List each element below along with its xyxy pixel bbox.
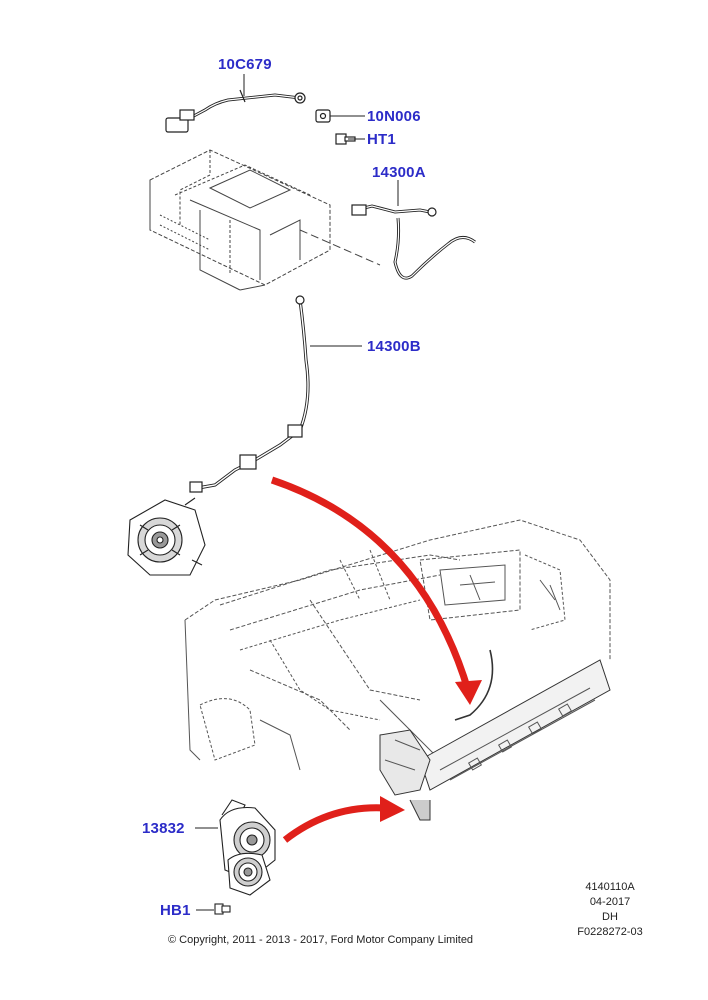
battery-tray bbox=[149, 149, 381, 291]
red-arrow-lower bbox=[282, 796, 405, 843]
cable-14300b bbox=[189, 295, 310, 493]
callout-10c679: 10C679 bbox=[218, 56, 272, 73]
cable-10c679 bbox=[165, 89, 306, 133]
callout-14300b: 14300B bbox=[367, 338, 421, 355]
terminal-10n006 bbox=[315, 109, 331, 123]
callout-10n006: 10N006 bbox=[367, 108, 421, 125]
alternator bbox=[127, 497, 206, 576]
copyright-notice: © Copyright, 2011 - 2013 - 2017, Ford Mo… bbox=[168, 934, 474, 946]
meta-figure: F0228272-03 bbox=[577, 926, 643, 938]
callout-14300a: 14300A bbox=[372, 164, 426, 181]
callout-13832: 13832 bbox=[142, 820, 185, 837]
meta-code: DH bbox=[602, 911, 618, 923]
callout-ht1: HT1 bbox=[367, 131, 396, 148]
meta-date: 04-2017 bbox=[589, 896, 631, 908]
red-arrow-upper bbox=[270, 476, 482, 705]
leader-lines bbox=[195, 74, 399, 911]
cable-14300a bbox=[351, 204, 476, 280]
callout-hb1: HB1 bbox=[160, 902, 191, 919]
bolt-hb1 bbox=[214, 903, 231, 915]
meta-ref: 4140110A bbox=[585, 881, 635, 893]
horn-13832 bbox=[219, 799, 276, 896]
